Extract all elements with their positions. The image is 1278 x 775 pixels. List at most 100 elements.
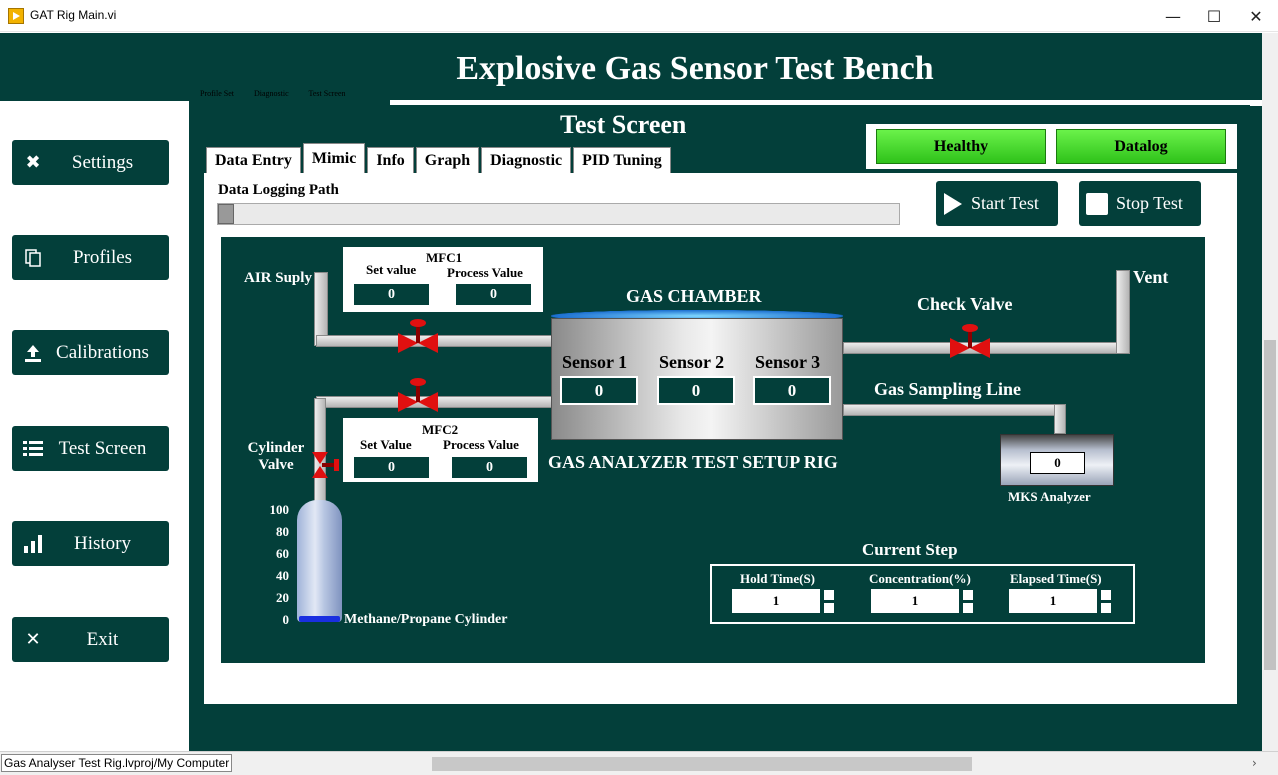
tab-graph[interactable]: Graph <box>415 147 480 173</box>
mfc1-set-value[interactable]: 0 <box>352 282 431 307</box>
sampling-pipe-horizontal <box>843 404 1065 416</box>
cylinder-label: Methane/Propane Cylinder <box>344 612 508 627</box>
cylinder-scale-tick: 40 <box>276 568 289 583</box>
tab-pid-tuning[interactable]: PID Tuning <box>573 147 671 173</box>
page-title: Explosive Gas Sensor Test Bench <box>456 50 934 87</box>
scroll-left-icon[interactable]: ‹ <box>218 756 223 770</box>
sidebar-item-label: History <box>74 532 131 554</box>
hold-time-value[interactable]: 1 <box>732 589 820 613</box>
sidebar-item-calibrations[interactable]: Calibrations <box>12 330 169 375</box>
sidebar-item-label: Exit <box>86 628 119 650</box>
concentration-decrement[interactable] <box>963 603 973 613</box>
scroll-right-icon[interactable]: › <box>1252 756 1257 770</box>
mfc2-set-label: Set Value <box>360 437 412 452</box>
data-logging-path-field[interactable] <box>217 203 900 225</box>
sensor-3-value: 0 <box>753 376 831 405</box>
window-titlebar <box>0 0 1278 32</box>
sensor-1-value: 0 <box>560 376 638 405</box>
healthy-indicator: Healthy <box>876 129 1046 164</box>
labview-app-icon <box>8 8 24 24</box>
cylinder-valve-icon[interactable] <box>308 450 344 482</box>
sidebar-item-profiles[interactable]: Profiles <box>12 235 169 280</box>
sidebar-item-exit[interactable]: ✕ Exit <box>12 617 169 662</box>
check-valve-label: Check Valve <box>917 294 1013 314</box>
concentration-increment[interactable] <box>963 590 973 600</box>
mfc2-process-label: Process Value <box>443 437 519 452</box>
mfc2-title: MFC2 <box>422 422 459 437</box>
header-divider <box>390 100 1262 106</box>
maximize-button[interactable]: ☐ <box>1206 6 1222 26</box>
window-title: GAT Rig Main.vi <box>30 8 117 22</box>
sensor-2-label: Sensor 2 <box>659 352 725 372</box>
bar-chart-icon <box>22 533 44 555</box>
browse-path-button[interactable] <box>218 204 234 224</box>
tab-mimic[interactable]: Mimic <box>302 143 366 173</box>
cylinder-level-fill <box>299 616 340 622</box>
gas-sampling-line-label: Gas Sampling Line <box>874 379 1022 399</box>
vertical-scroll-thumb[interactable] <box>1264 340 1276 670</box>
hold-time-increment[interactable] <box>824 590 834 600</box>
mfc1-process-value: 0 <box>454 282 533 307</box>
sidebar-item-label: Settings <box>71 151 134 173</box>
wrench-screwdriver-icon: ✖ <box>25 152 41 173</box>
mfc1-set-label: Set value <box>366 262 417 277</box>
start-test-button[interactable]: Start Test <box>936 181 1058 226</box>
project-path: Gas Analyser Test Rig.lvproj/My Computer <box>1 754 233 772</box>
sidebar-item-label: Profiles <box>72 246 133 268</box>
cylinder-scale-tick: 20 <box>276 590 289 605</box>
mfc1-valve-icon[interactable] <box>396 317 440 357</box>
data-logging-path-label: Data Logging Path <box>218 182 339 198</box>
cylinder-scale-tick: 100 <box>269 502 290 517</box>
section-title: Test Screen <box>560 110 687 139</box>
hold-time-decrement[interactable] <box>824 603 834 613</box>
datalog-button[interactable]: Datalog <box>1056 129 1226 164</box>
sidebar-item-label: Calibrations <box>56 341 149 363</box>
mfc2-valve-icon[interactable] <box>396 376 440 416</box>
hidden-tab-strip: Profile Set Diagnostic Test Screen <box>200 89 364 98</box>
sidebar-item-history[interactable]: History <box>12 521 169 566</box>
tab-diagnostic[interactable]: Diagnostic <box>481 147 572 173</box>
horizontal-scroll-thumb[interactable] <box>432 757 972 771</box>
sidebar-item-test-screen[interactable]: Test Screen <box>12 426 169 471</box>
concentration-label: Concentration(%) <box>869 571 971 586</box>
mfc1-process-label: Process Value <box>447 265 523 280</box>
tab-data-entry[interactable]: Data Entry <box>206 147 301 173</box>
close-window-button[interactable]: ✕ <box>1249 6 1263 26</box>
current-step-title: Current Step <box>862 540 958 559</box>
check-valve-icon[interactable] <box>948 322 992 362</box>
close-icon: ✕ <box>25 629 41 650</box>
tab-profile-set[interactable]: Profile Set <box>200 89 234 98</box>
current-step-panel <box>710 564 1135 624</box>
sensor-2-value: 0 <box>657 376 735 405</box>
gas-cylinder <box>297 500 342 622</box>
elapsed-time-label: Elapsed Time(S) <box>1010 571 1102 586</box>
cylinder-valve-label: Cylinder Valve <box>247 440 305 473</box>
concentration-value[interactable]: 1 <box>871 589 959 613</box>
sampling-pipe-vertical <box>1054 404 1066 434</box>
list-icon <box>22 438 44 460</box>
minimize-button[interactable]: — <box>1165 6 1181 26</box>
vent-pipe-vertical <box>1116 270 1130 354</box>
sidebar-item-settings[interactable]: ✖ Settings <box>12 140 169 185</box>
mks-value: 0 <box>1030 452 1085 474</box>
upload-icon <box>22 342 44 364</box>
tab-diagnostic-small[interactable]: Diagnostic <box>254 89 289 98</box>
tab-test-screen-small[interactable]: Test Screen <box>308 89 346 98</box>
rig-title: GAS ANALYZER TEST SETUP RIG <box>548 452 838 472</box>
air-supply-label: AIR Suply <box>244 270 312 286</box>
mfc1-title: MFC1 <box>426 250 463 265</box>
vent-label: Vent <box>1133 267 1169 287</box>
tab-info[interactable]: Info <box>367 147 414 173</box>
cylinder-scale-tick: 80 <box>276 524 289 539</box>
sensor-3-label: Sensor 3 <box>755 352 821 372</box>
stop-icon <box>1086 192 1108 215</box>
elapsed-time-increment[interactable] <box>1101 590 1111 600</box>
sensor-1-label: Sensor 1 <box>562 352 628 372</box>
hold-time-label: Hold Time(S) <box>740 571 816 586</box>
mfc2-set-value[interactable]: 0 <box>352 455 431 480</box>
mfc2-process-value: 0 <box>450 455 529 480</box>
stop-test-button[interactable]: Stop Test <box>1079 181 1201 226</box>
elapsed-time-decrement[interactable] <box>1101 603 1111 613</box>
cylinder-scale-tick: 60 <box>276 546 289 561</box>
start-test-label: Start Test <box>971 193 1039 213</box>
